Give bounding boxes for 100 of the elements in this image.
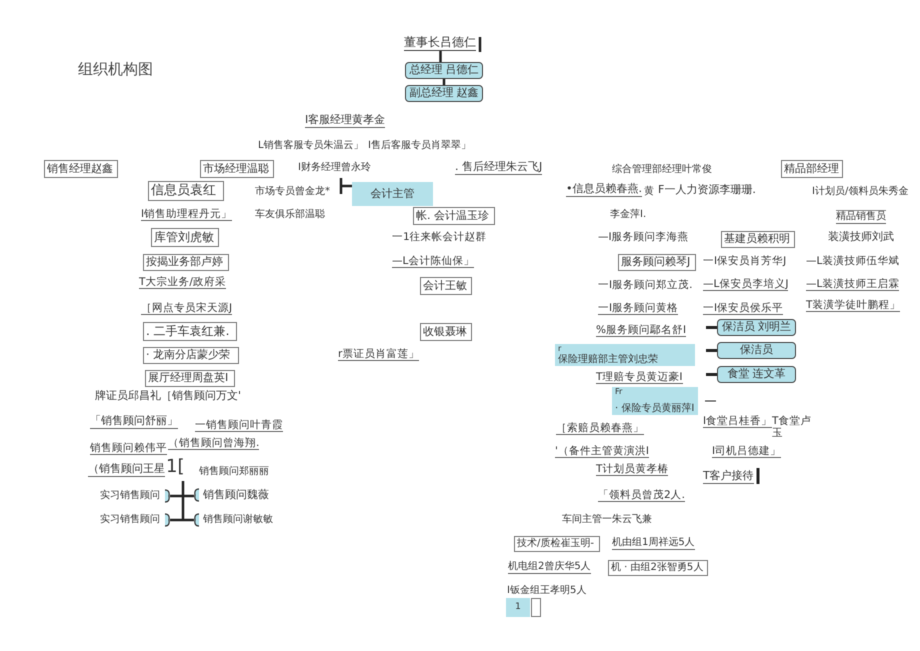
org-label: 机电组2曾庆华5人 (508, 561, 591, 574)
node-label: · 保险专员黄丽萍I (615, 402, 694, 414)
org-box (721, 231, 795, 248)
org-label: I财务经理曾永玲 (298, 162, 371, 174)
org-label: 综合管理部经理叶常俊 (612, 164, 712, 176)
org-box (143, 347, 239, 364)
org-label: I钣金组王孝明5人 (507, 585, 586, 596)
org-label: 装潢技师刘武 (828, 231, 894, 244)
org-label: •信息员赖春燕. (566, 183, 642, 197)
node-label: 食堂 连文革 (727, 368, 786, 381)
org-box (44, 160, 118, 178)
org-label: %服务顾问鄢名舒I (596, 324, 686, 338)
org-label: 车间主管一朱云飞兼 (562, 514, 652, 526)
org-label: 一销售顾问叶青霞 (195, 419, 283, 432)
node-label: 库管刘虎敏 (154, 230, 214, 244)
text-node (100, 489, 170, 503)
org-label: I食堂吕桂香」 (703, 415, 772, 428)
connector-line (170, 494, 194, 498)
rounded-box (717, 366, 796, 383)
org-label: 一1往来帐会计赵群 (392, 231, 487, 244)
org-label: 黄 (644, 186, 654, 198)
node-label: 帐. 会计温玉珍 (416, 210, 489, 222)
node-label: Fr (615, 388, 622, 396)
filled-box (506, 598, 530, 617)
node-label: 机 · 由组2张智勇5人 (611, 562, 704, 574)
org-label: 一I服务顾问黄格 (598, 302, 678, 316)
org-label: 市场专员曾金龙* (255, 186, 330, 198)
org-box (200, 160, 274, 178)
org-label: T客户接待 (703, 470, 754, 484)
org-box (618, 254, 696, 271)
org-box (781, 160, 843, 178)
node-label: 按揭业务部卢婷 (146, 256, 223, 269)
org-label: T计划员黄孝椿 (596, 463, 668, 476)
org-label: 销售顾问赖伟平 (90, 442, 167, 456)
org-box (420, 323, 472, 341)
node-label: 会计王敏 (423, 280, 467, 292)
org-box (608, 560, 708, 576)
org-label: —L保安员李培义J (703, 278, 788, 292)
chart-title: 组织机构图 (78, 60, 153, 78)
org-label: —L装潢技师王启霖 (806, 278, 900, 292)
node-label: 会计主管 (370, 188, 414, 200)
node-label: 技术/质检崔玉明- (517, 538, 594, 550)
node-label: 销售顾问魏薇 (203, 488, 269, 502)
org-label: 「销售顾问舒丽」 (90, 415, 178, 429)
node-label: 保洁员 刘明兰 (722, 321, 792, 334)
org-label: 一I服务顾问郑立茂. (598, 279, 692, 292)
text-node (100, 513, 170, 527)
node-label: 1 (515, 602, 521, 613)
org-label: 「领料员曾茂2人. (598, 489, 686, 502)
org-label: ［网点专员宋天源J (141, 302, 232, 316)
rounded-box (717, 319, 796, 336)
org-label: —I服务顾问李海燕 (598, 231, 689, 244)
highlight-band (555, 344, 695, 366)
org-label: I计划员/领料员朱秀金 (812, 186, 908, 198)
org-label: 车友俱乐部温聪 (255, 209, 325, 220)
org-label: I销售助理程丹元」 (141, 208, 232, 222)
node-label: . 二手车袁红兼. (146, 324, 230, 338)
node-label: 销售经理赵鑫 (47, 162, 113, 176)
node-label: 展厅经理周盘英I (148, 372, 228, 385)
rounded-box (717, 342, 796, 359)
connector-line (439, 50, 442, 62)
org-box (143, 254, 229, 271)
org-label: 机由组1周祥远5人 (612, 537, 695, 550)
node-label: 保洁员 (740, 344, 773, 357)
org-box (420, 277, 472, 295)
node-label: · 龙南分店蒙少荣 (146, 349, 230, 362)
node-label: 市场经理温聪 (203, 162, 269, 176)
node-label: r (558, 345, 562, 353)
org-label: L销售客服专员朱温云」 (258, 140, 364, 152)
node-label: 销售顾问谢敏敏 (203, 514, 273, 526)
org-label: 李金萍I. (610, 209, 646, 220)
org-label: 1[ (166, 457, 184, 478)
node-label: 总经理 吕德仁 (409, 64, 479, 77)
org-label: I司机吕德建」 (712, 445, 782, 458)
org-label: F一人力资源李珊珊. (658, 184, 756, 197)
org-label: 一I保安员肖芳华J (703, 255, 786, 268)
text-node (194, 488, 269, 502)
node-label: 服务顾问赖琴J (621, 256, 690, 269)
node-label: 收银聂琳 (423, 326, 467, 338)
connector-line (170, 518, 194, 522)
rounded-box (405, 85, 483, 102)
org-label: T食堂卢玉 (772, 415, 812, 440)
org-box (145, 370, 235, 387)
highlight-band (612, 387, 698, 415)
node-label: 实习销售顾问 (100, 490, 160, 502)
org-label: '（备件主管黄演洪I (555, 445, 649, 458)
org-box (413, 207, 495, 225)
org-label: 牌证员邱昌礼［销售顾问万文' (95, 390, 242, 403)
org-label: 精品销售员 (836, 210, 886, 224)
org-label: . 售后经理朱云飞J (455, 161, 542, 175)
node-label: 信息员袁红 (151, 184, 216, 198)
org-label: 销售顾问郑丽丽 (199, 466, 269, 478)
node-label: 副总经理 赵鑫 (409, 87, 479, 100)
rounded-box (405, 62, 483, 79)
org-label: （销售顾问王星 (88, 463, 165, 477)
org-label: —L会计陈仙保」 (392, 255, 474, 268)
text-node (194, 513, 273, 527)
org-label: r票证员肖富莲」 (338, 348, 420, 362)
node-label: 保险理赔部主管刘忠荣 (558, 354, 658, 365)
org-label: —L装潢技师伍华斌 (806, 255, 900, 268)
